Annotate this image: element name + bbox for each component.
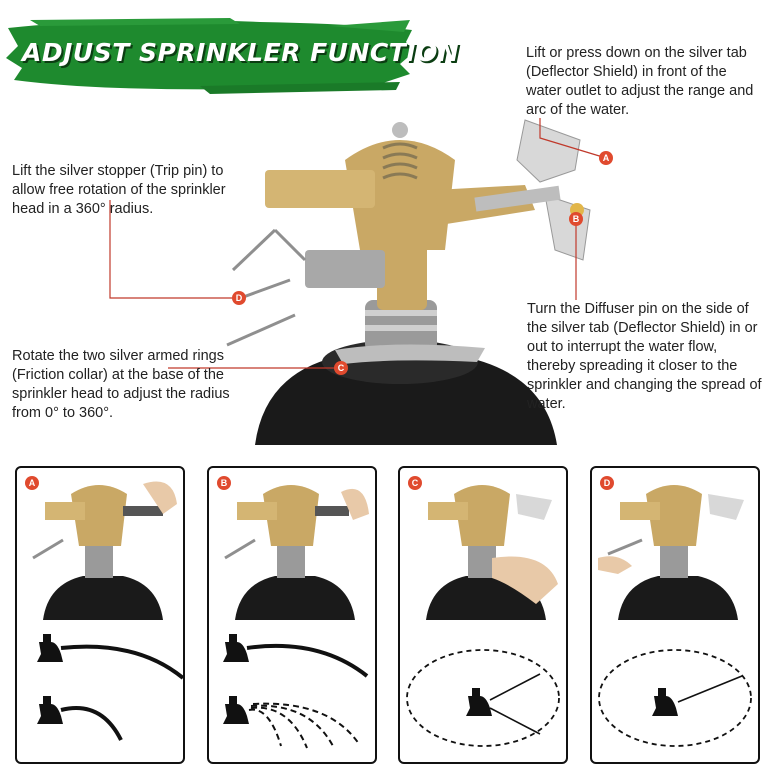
panel-badge: A	[25, 476, 39, 490]
dashed-ellipse	[406, 649, 560, 747]
panel-badge: B	[217, 476, 231, 490]
water-arc	[246, 644, 369, 678]
dashed-ellipse	[598, 649, 752, 747]
sprinkler-silhouette-icon	[37, 696, 63, 724]
marker-a: A	[599, 151, 613, 165]
water-arc	[60, 644, 183, 680]
panel-b: B	[207, 466, 377, 764]
sprinkler-photo-d	[598, 485, 744, 620]
marker-d: D	[232, 291, 246, 305]
arc-diagram-b	[223, 634, 369, 749]
spray-dash	[248, 702, 360, 749]
hand-icon	[143, 481, 177, 514]
brush-stroke-banner	[6, 18, 414, 94]
note-a: Lift or press down on the silver tab (De…	[526, 45, 754, 118]
sprinkler-silhouette-icon	[223, 634, 249, 662]
hand-icon	[598, 556, 632, 574]
banner-title: ADJUST SPRINKLER FUNCTION	[22, 38, 460, 67]
panel-badge: C	[408, 476, 422, 490]
note-c: Rotate the two silver armed rings (Frict…	[12, 348, 230, 421]
hand-icon	[341, 488, 369, 520]
hand-icon	[492, 556, 558, 604]
panel-c: C	[398, 466, 568, 764]
note-b: Turn the Diffuser pin on the side of the…	[527, 301, 762, 412]
panel-badge: D	[600, 476, 614, 490]
marker-c: C	[334, 361, 348, 375]
water-arc	[60, 706, 123, 741]
sprinkler-silhouette-icon	[37, 634, 63, 662]
marker-b: B	[569, 212, 583, 226]
panel-d: D	[590, 466, 760, 764]
note-d: Lift the silver stopper (Trip pin) to al…	[12, 163, 226, 217]
arc-diagram-a	[37, 634, 183, 741]
sprinkler-photo-b	[224, 485, 369, 620]
sprinkler-silhouette-icon	[466, 688, 492, 716]
sprinkler-photo-c	[426, 485, 558, 620]
radius-diagram-c	[406, 649, 560, 747]
radius-diagram-d	[598, 649, 752, 747]
sprinkler-head-photo	[226, 119, 591, 445]
sprinkler-photo-a	[32, 481, 177, 620]
panel-a: A	[15, 466, 185, 764]
sprinkler-silhouette-icon	[223, 696, 249, 724]
sprinkler-silhouette-icon	[652, 688, 678, 716]
